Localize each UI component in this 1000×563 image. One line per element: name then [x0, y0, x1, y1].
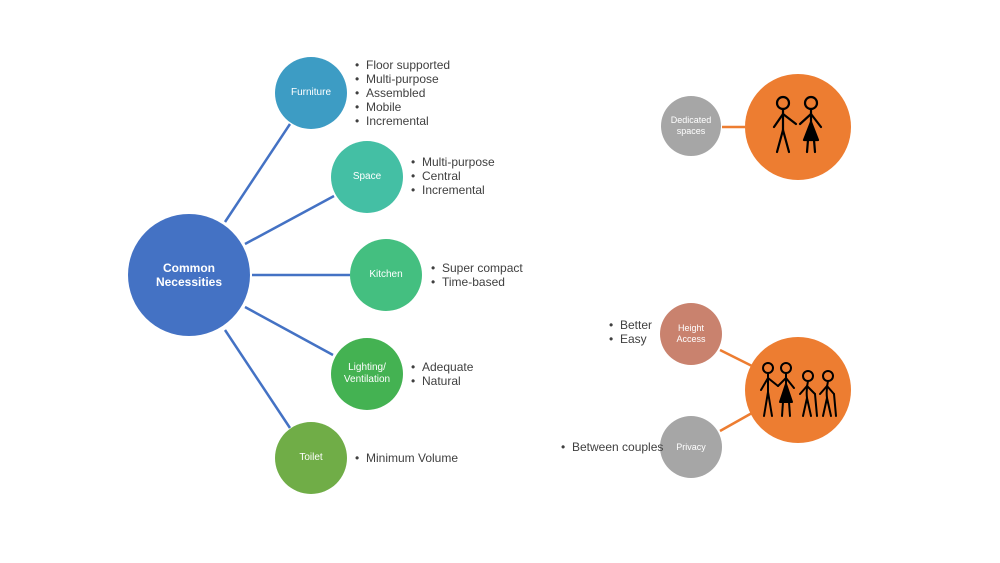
height-access-list: Better Easy — [609, 318, 652, 346]
furniture-list: Floor supported Multi-purpose Assembled … — [355, 58, 450, 128]
list-item: Natural — [411, 374, 473, 388]
node-privacy: Privacy — [660, 416, 722, 478]
connector-height-access — [719, 348, 753, 368]
connector-space — [244, 194, 335, 246]
couple-icon — [772, 95, 823, 154]
node-dedicated-spaces-label: Dedicated spaces — [670, 115, 712, 136]
hub-label: Common Necessities — [155, 260, 223, 289]
node-height-access-label: Height Access — [676, 323, 706, 344]
node-space: Space — [331, 141, 403, 213]
list-item: Better — [609, 318, 652, 332]
family-icon — [760, 362, 837, 417]
list-item: Multi-purpose — [411, 155, 495, 169]
node-privacy-label: Privacy — [676, 441, 706, 452]
connector-furniture — [223, 123, 292, 223]
node-toilet-label: Toilet — [299, 452, 323, 463]
list-item: Easy — [609, 332, 652, 346]
list-item: Minimum Volume — [355, 451, 458, 465]
lighting-list: Adequate Natural — [411, 360, 473, 388]
list-item: Floor supported — [355, 58, 450, 72]
list-item: Adequate — [411, 360, 473, 374]
toilet-list: Minimum Volume — [355, 451, 458, 465]
node-space-label: Space — [352, 171, 382, 182]
node-kitchen: Kitchen — [350, 239, 422, 311]
couple-icon-circle — [745, 74, 851, 180]
hub-common-necessities: Common Necessities — [128, 214, 250, 336]
node-dedicated-spaces: Dedicated spaces — [661, 96, 721, 156]
connector-toilet — [223, 329, 292, 429]
list-item: Between couples — [561, 440, 663, 454]
list-item: Incremental — [411, 183, 495, 197]
node-lighting-ventilation: Lighting/ Ventilation — [331, 338, 403, 410]
family-icon-circle — [745, 337, 851, 443]
space-list: Multi-purpose Central Incremental — [411, 155, 495, 197]
kitchen-list: Super compact Time-based — [431, 261, 523, 289]
node-furniture: Furniture — [275, 57, 347, 129]
list-item: Central — [411, 169, 495, 183]
list-item: Time-based — [431, 275, 523, 289]
connector-privacy — [719, 411, 753, 433]
node-lighting-label: Lighting/ Ventilation — [343, 362, 391, 385]
connector-lighting — [244, 305, 334, 357]
node-height-access: Height Access — [660, 303, 722, 365]
node-kitchen-label: Kitchen — [369, 269, 403, 280]
list-item: Multi-purpose — [355, 72, 450, 86]
privacy-list: Between couples — [561, 440, 663, 454]
list-item: Super compact — [431, 261, 523, 275]
node-furniture-label: Furniture — [290, 87, 331, 98]
list-item: Incremental — [355, 114, 450, 128]
list-item: Mobile — [355, 100, 450, 114]
node-toilet: Toilet — [275, 422, 347, 494]
list-item: Assembled — [355, 86, 450, 100]
